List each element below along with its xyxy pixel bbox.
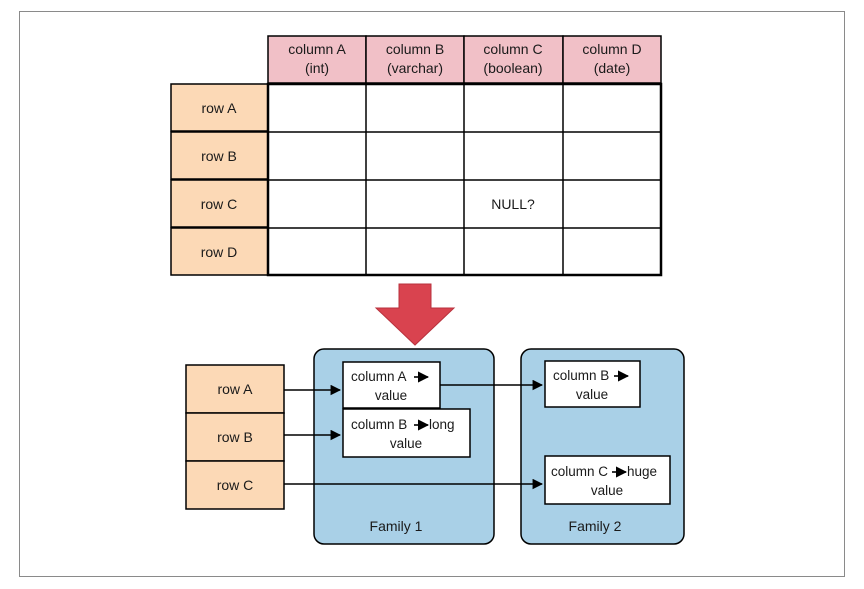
row-header-d xyxy=(170,227,269,276)
row-header-b xyxy=(170,131,269,180)
f2-cell-c-suffix: huge xyxy=(627,464,657,479)
row-a-label: row A xyxy=(201,100,237,116)
transform-arrow-icon xyxy=(374,283,456,346)
column-family-store: Family 1 Family 2 row A row B row C colu… xyxy=(185,348,685,545)
f1-cell-b-line2: value xyxy=(390,436,422,451)
f1-cell-column-a xyxy=(342,361,441,409)
column-c-name: column C xyxy=(483,41,542,57)
f1-cell-a-line1: column A xyxy=(351,369,407,384)
row-header-c xyxy=(170,179,269,228)
header-cell-a xyxy=(267,35,367,84)
row-header-a xyxy=(170,83,269,132)
row-key-b xyxy=(185,412,285,462)
f2-cell-c-line1: column C xyxy=(551,464,608,479)
f2-cell-c-line2: value xyxy=(591,483,623,498)
row-d-label: row D xyxy=(201,244,238,260)
f2-cell-column-c xyxy=(544,455,671,505)
f1-cell-a-line2: value xyxy=(375,388,407,403)
f1-cell-b-line1: column B xyxy=(351,417,407,432)
column-b-type: (varchar) xyxy=(387,60,443,76)
row-key-a-label: row A xyxy=(217,381,253,397)
f1-cell-b-suffix: long xyxy=(429,417,455,432)
row-key-c-label: row C xyxy=(217,477,254,493)
relational-table: column A (int) column B (varchar) column… xyxy=(170,35,663,277)
column-d-name: column D xyxy=(582,41,641,57)
row-b-label: row B xyxy=(201,148,237,164)
row-key-b-label: row B xyxy=(217,429,253,445)
row-c-label: row C xyxy=(201,196,238,212)
column-a-name: column A xyxy=(288,41,346,57)
column-c-type: (boolean) xyxy=(483,60,542,76)
row-key-a xyxy=(185,364,285,414)
column-b-name: column B xyxy=(386,41,444,57)
f2-cell-b-line1: column B xyxy=(553,368,609,383)
f2-cell-column-b xyxy=(544,360,641,408)
f2-cell-b-line2: value xyxy=(576,387,608,402)
family-1-label: Family 1 xyxy=(370,518,423,534)
null-cell-label: NULL? xyxy=(491,196,535,212)
column-d-type: (date) xyxy=(594,60,631,76)
column-a-type: (int) xyxy=(305,60,329,76)
row-key-c xyxy=(185,460,285,510)
family-2-label: Family 2 xyxy=(569,518,622,534)
f1-cell-column-b xyxy=(342,408,471,458)
